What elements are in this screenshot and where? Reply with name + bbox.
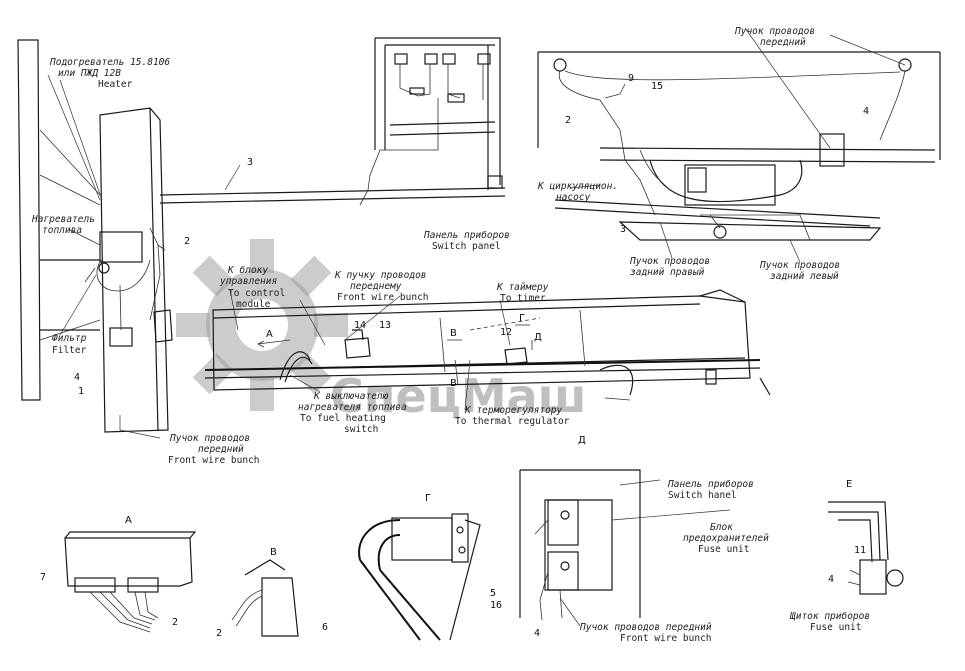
thermo-ru: К терморегулятору	[464, 405, 563, 416]
view-title-d: Д	[578, 435, 586, 446]
to-front-bunch-ru-2: переднему	[350, 281, 402, 292]
view-titles: А В Г Д Е	[125, 435, 852, 558]
callout-13: 13	[379, 320, 391, 331]
to-front-bunch-en: Front wire bunch	[337, 292, 429, 303]
fuse-panel-en: Fuse unit	[810, 622, 861, 633]
thermo-en: To thermal regulator	[455, 416, 570, 427]
leader-lines	[47, 27, 906, 627]
callout-14: 14	[354, 320, 366, 331]
view-title-g: Г	[425, 493, 431, 504]
fuel-heater-label-ru-1: Нагреватель	[31, 214, 95, 225]
heater-label-ru-1: Подогреватель 15.8106	[49, 57, 170, 68]
fuse-block-ru-2: предохранителей	[683, 533, 769, 544]
callout-3b: 3	[620, 224, 626, 235]
callout-12: 12	[500, 327, 512, 338]
view-title-b: В	[270, 547, 277, 558]
front-bunch-tr-ru-2: передний	[760, 37, 806, 48]
front-bunch-d-en: Front wire bunch	[620, 633, 712, 644]
fuse-block-ru-1: Блок	[710, 522, 733, 533]
callout-4c: 4	[534, 628, 540, 639]
fuel-switch-ru-2: нагревателя топлива	[298, 402, 407, 413]
callout-3a: 3	[247, 157, 253, 168]
control-module-en-2: module	[236, 299, 271, 310]
arrow-b: В	[450, 328, 457, 339]
panel2-en: Switch hanel	[668, 490, 737, 501]
detail-view-d	[519, 469, 641, 621]
callout-4b: 4	[863, 106, 869, 117]
callout-7: 7	[40, 572, 46, 583]
callout-4d: 4	[828, 574, 834, 585]
callout-15: 15	[651, 81, 663, 92]
callout-numbers: 1 2 3 4 2 3 4 9 15 14 13 12 7 2 2 6 5 16…	[40, 73, 869, 639]
filter-label-en: Filter	[52, 345, 87, 356]
text-labels: Подогреватель 15.8106 или ПЖД 12В Heater…	[31, 26, 870, 644]
heater-label-ru-2: или ПЖД 12В	[58, 68, 121, 79]
callout-2a: 2	[184, 236, 190, 247]
arrow-d: Д	[534, 332, 542, 343]
arrow-a: А	[266, 329, 273, 340]
rear-right-ru-1: Пучок проводов	[629, 256, 710, 267]
watermark-text: СпецМаш	[330, 369, 587, 423]
filter-label-ru: Фильтр	[52, 333, 87, 344]
chassis-drawing	[204, 289, 771, 401]
switch-panel-drawing	[359, 37, 503, 206]
callout-16: 16	[490, 600, 502, 611]
detail-view-e	[828, 501, 904, 595]
view-title-a: А	[125, 515, 132, 526]
circ-pump-ru-2: насосу	[556, 192, 591, 203]
front-bunch-d-ru: Пучок проводов передний	[579, 622, 712, 633]
to-front-bunch-ru-1: К пучку проводов	[334, 270, 427, 281]
rear-left-ru-2: задний левый	[770, 271, 839, 282]
panel2-ru: Панель приборов	[667, 479, 754, 490]
fuel-switch-en-1: To fuel heating	[300, 413, 386, 424]
rear-left-ru-1: Пучок проводов	[759, 260, 840, 271]
callout-9: 9	[628, 73, 634, 84]
callout-2b: 2	[565, 115, 571, 126]
control-module-ru-1: К блоку	[227, 265, 268, 276]
detail-view-a	[64, 531, 197, 633]
detail-view-b	[231, 559, 299, 637]
control-module-en-1: To control	[228, 288, 285, 299]
rear-right-ru-2: задний правый	[630, 267, 705, 278]
rear-chassis-drawing	[537, 51, 941, 241]
circ-pump-ru-1: К циркуляцион.	[537, 181, 618, 192]
fuse-panel-ru: Щиток приборов	[789, 611, 870, 622]
timer-label-en: To timer	[500, 293, 546, 304]
fuel-switch-en-2: switch	[344, 424, 378, 435]
fuel-switch-ru-1: К выключателю	[313, 391, 389, 402]
detail-view-g	[358, 513, 481, 641]
switch-panel-en: Switch panel	[432, 241, 501, 252]
callout-2d: 2	[216, 628, 222, 639]
control-module-ru-2: управления	[219, 276, 277, 287]
front-bunch-left-ru-1: Пучок проводов	[169, 433, 250, 444]
fuse-block-en: Fuse unit	[698, 544, 749, 555]
callout-11: 11	[854, 545, 866, 556]
callout-5: 5	[490, 588, 496, 599]
view-title-e: Е	[846, 479, 852, 490]
front-bunch-tr-ru-1: Пучок проводов	[734, 26, 815, 37]
callout-1: 1	[78, 386, 84, 397]
callout-6: 6	[322, 622, 328, 633]
timer-label-ru: К таймеру	[496, 282, 549, 293]
fuel-heater-label-ru-2: топлива	[42, 225, 82, 236]
callout-2c: 2	[172, 617, 178, 628]
heater-label-en: Heater	[98, 79, 133, 90]
switch-panel-ru: Панель приборов	[423, 230, 510, 241]
front-bunch-left-ru-2: передний	[198, 444, 244, 455]
front-view-drawing	[17, 39, 506, 433]
callout-4a: 4	[74, 372, 80, 383]
front-bunch-left-en: Front wire bunch	[168, 455, 260, 466]
view-arrows: А В Г Д В	[257, 313, 542, 389]
arrow-g: Г	[519, 313, 525, 324]
arrow-b2: В	[450, 378, 457, 389]
